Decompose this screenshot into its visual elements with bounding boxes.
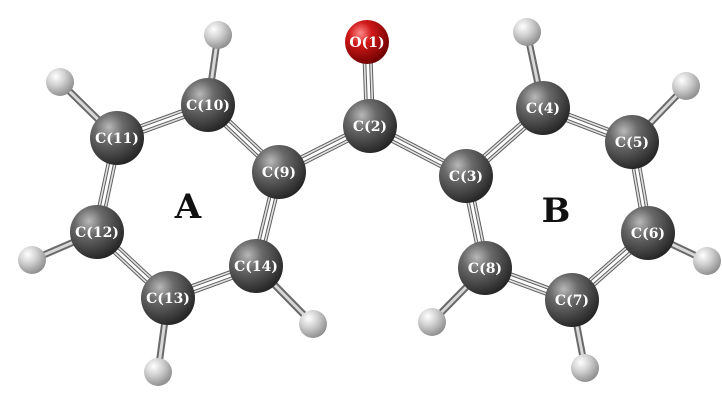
atom-c12: C(12) — [70, 205, 124, 259]
atom-c13-label: C(13) — [146, 291, 190, 307]
atom-c5: C(5) — [605, 115, 659, 169]
hydrogen-atom — [46, 68, 74, 96]
atom-c2: C(2) — [343, 99, 397, 153]
atom-c10-sphere — [181, 78, 235, 132]
atom-c7: C(7) — [545, 273, 599, 327]
atom-c3-label: C(3) — [449, 169, 483, 185]
atom-c8: C(8) — [458, 241, 512, 295]
bond-layer — [28, 28, 711, 376]
atom-c7-sphere — [545, 273, 599, 327]
atom-c11: C(11) — [90, 111, 144, 165]
hydrogen-layer — [18, 18, 721, 386]
atom-o1-label: O(1) — [349, 35, 384, 51]
atom-c13: C(13) — [141, 271, 195, 325]
atom-c14-label: C(14) — [234, 259, 278, 275]
atom-c7-label: C(7) — [555, 293, 589, 309]
hydrogen-atom — [299, 310, 327, 338]
hydrogen-atom — [18, 246, 46, 274]
atom-c10: C(10) — [181, 78, 235, 132]
hydrogen-atom — [571, 354, 599, 382]
atom-c14-sphere — [229, 239, 283, 293]
atom-c6-label: C(6) — [631, 226, 665, 242]
atom-c3: C(3) — [439, 149, 493, 203]
hydrogen-atom — [693, 247, 721, 275]
hydrogen-atom — [144, 358, 172, 386]
hydrogen-atom — [513, 18, 541, 46]
hydrogen-atom — [418, 308, 446, 336]
atom-c2-label: C(2) — [353, 119, 387, 135]
atom-c2-sphere — [343, 99, 397, 153]
atom-c5-sphere — [605, 115, 659, 169]
atom-c6: C(6) — [621, 206, 675, 260]
atom-c13-sphere — [141, 271, 195, 325]
atom-o1: O(1) — [345, 20, 389, 64]
atom-c11-label: C(11) — [95, 131, 139, 147]
hydrogen-atom — [672, 72, 700, 100]
atom-c8-label: C(8) — [468, 261, 502, 277]
atom-c12-sphere — [70, 205, 124, 259]
hydrogen-atom — [204, 21, 232, 49]
atom-c4-sphere — [516, 81, 570, 135]
atom-c10-label: C(10) — [186, 98, 230, 114]
atom-c9: C(9) — [252, 145, 306, 199]
atom-c3-sphere — [439, 149, 493, 203]
atom-c9-sphere — [252, 145, 306, 199]
atom-c4: C(4) — [516, 81, 570, 135]
atom-c6-sphere — [621, 206, 675, 260]
ring-label-a: A — [174, 187, 202, 227]
atom-c4-label: C(4) — [526, 101, 560, 117]
heavy-atom-layer: O(1) C(2) C(3) C(4) C(5) C(6) C(7) C(8) C(9) C(10… — [70, 20, 675, 327]
atom-c14: C(14) — [229, 239, 283, 293]
atom-c12-label: C(12) — [75, 225, 119, 241]
atom-o1-sphere — [345, 20, 389, 64]
atom-c8-sphere — [458, 241, 512, 295]
atom-c9-label: C(9) — [262, 165, 296, 181]
atom-c5-label: C(5) — [615, 135, 649, 151]
atom-c11-sphere — [90, 111, 144, 165]
ring-label-b: B — [542, 191, 571, 231]
